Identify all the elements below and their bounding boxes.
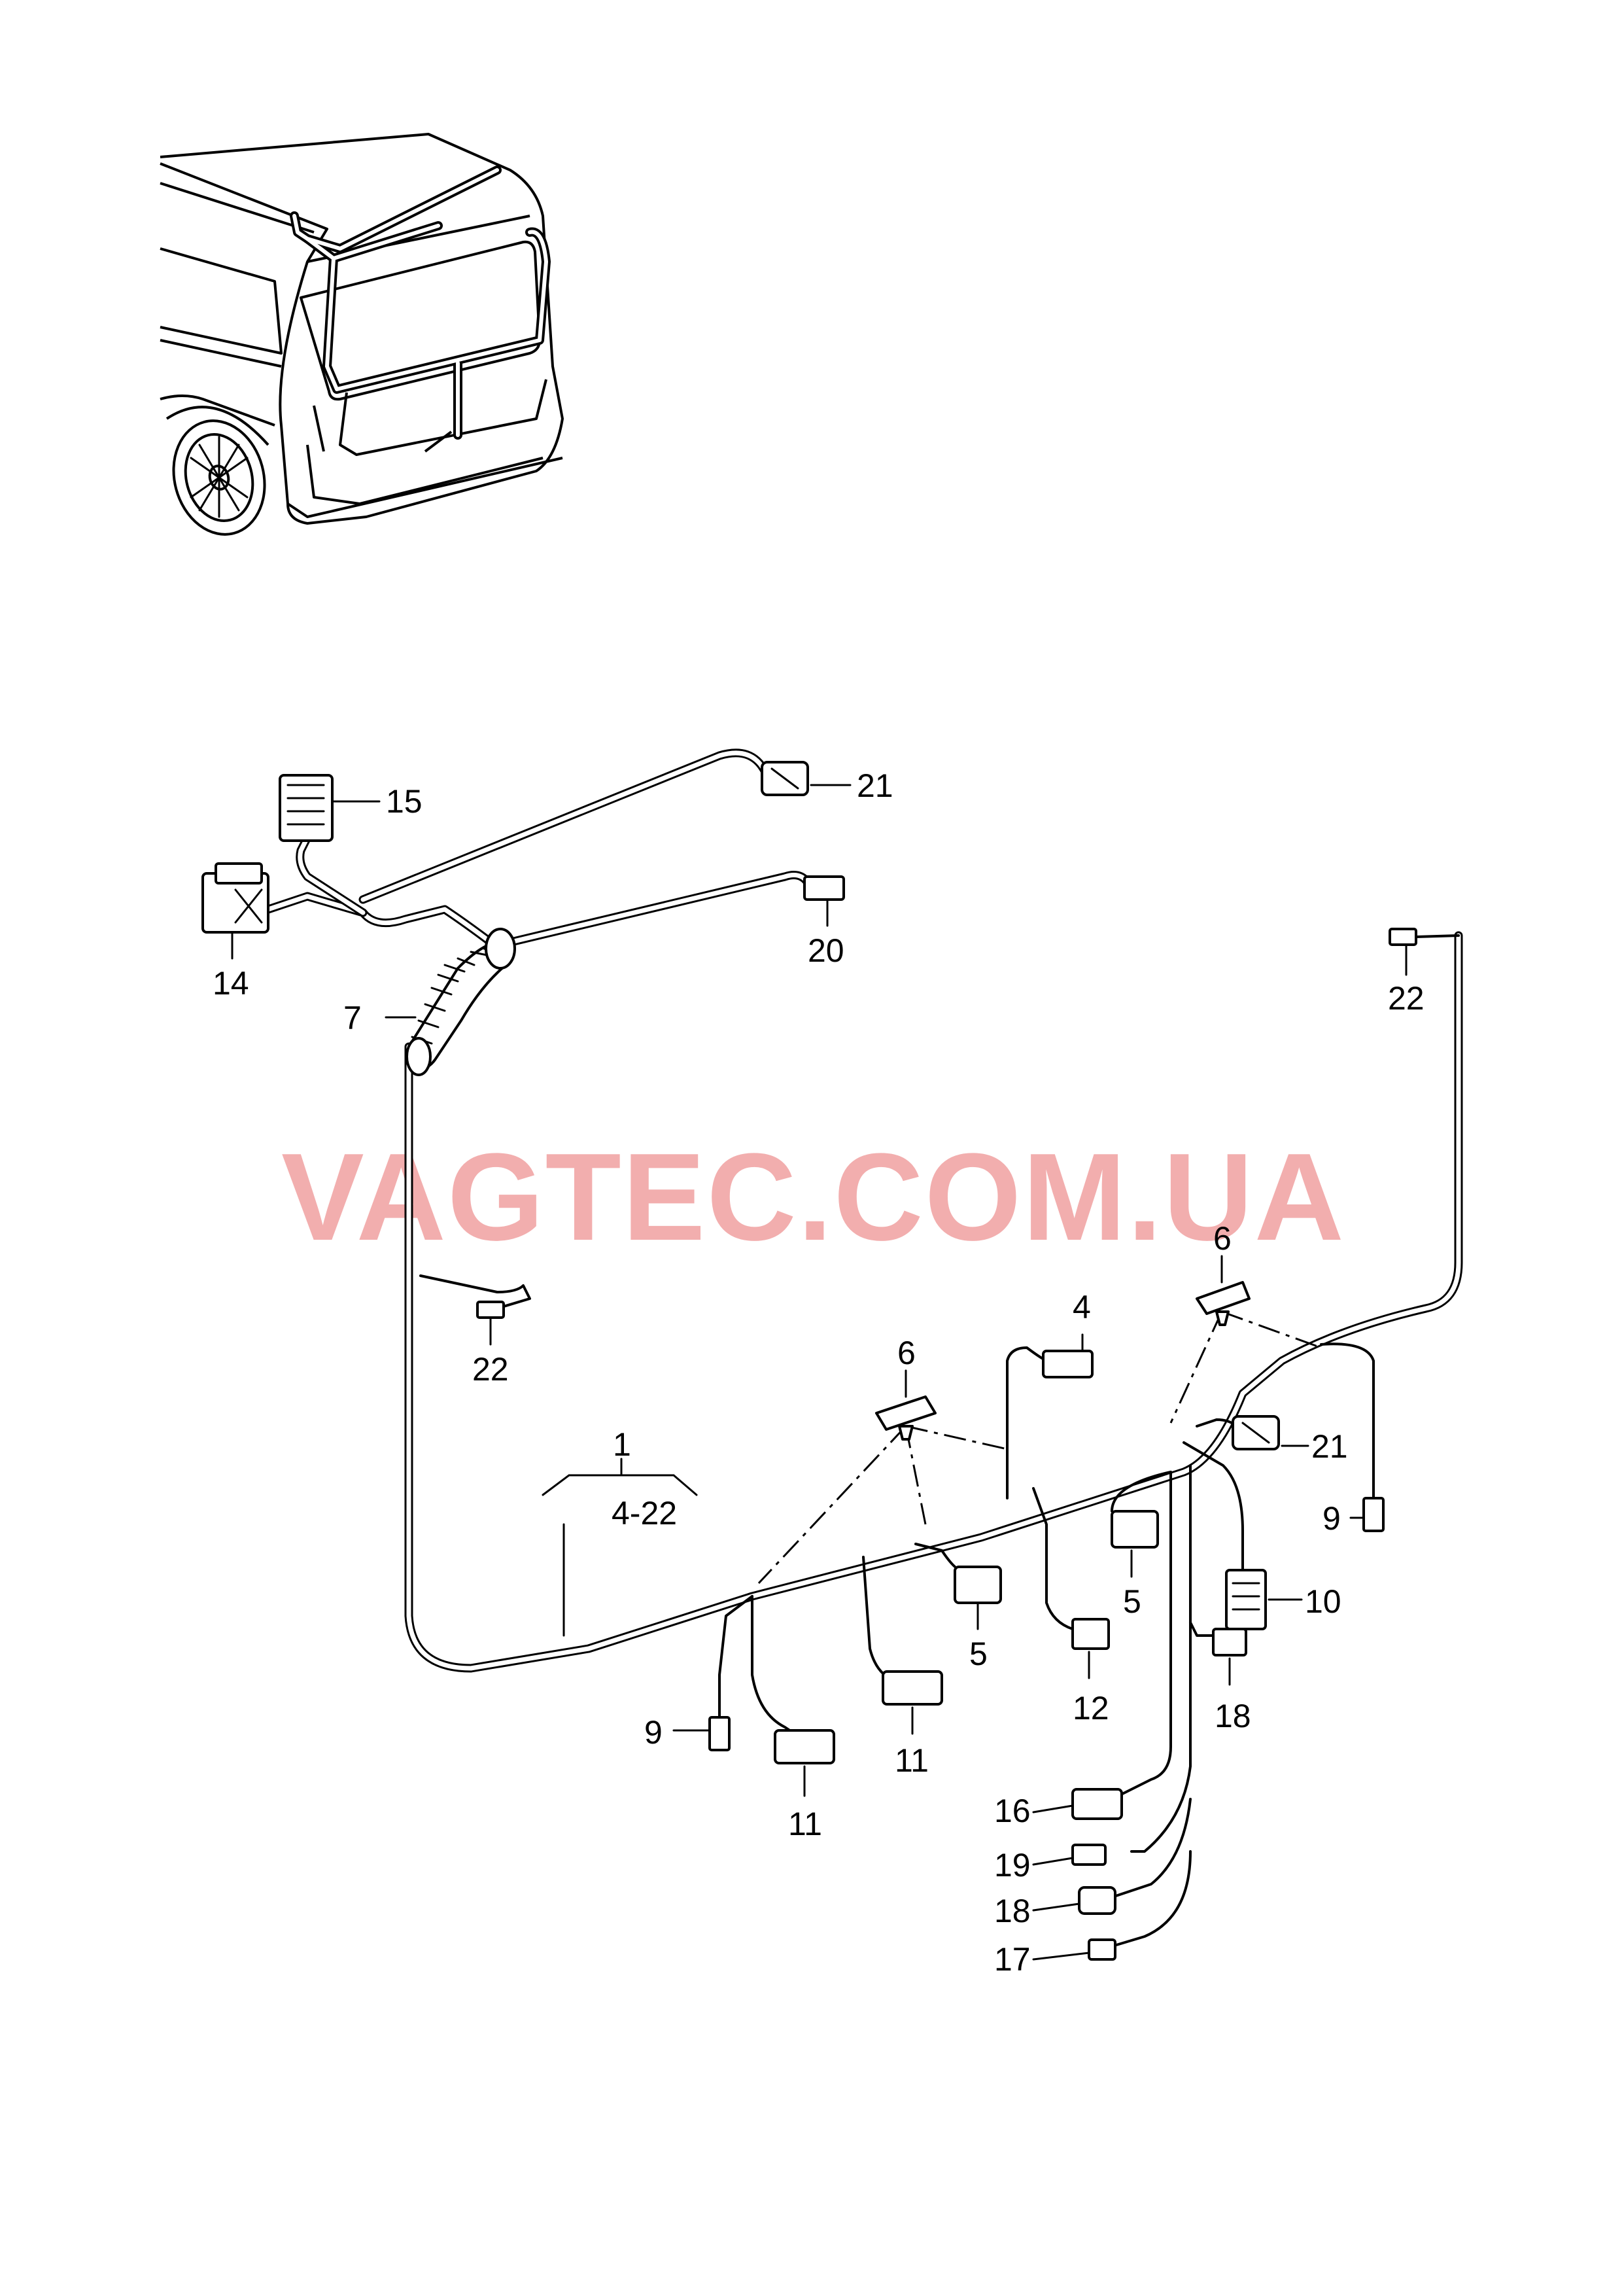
label-16: 16 — [994, 1793, 1031, 1829]
label-21-right: 21 — [1311, 1428, 1348, 1465]
connector-9-right — [1362, 1497, 1385, 1532]
connector-21-top — [761, 761, 809, 796]
connector-20 — [803, 875, 845, 901]
connector-17 — [1088, 1938, 1116, 1961]
label-1-range: 4-22 — [612, 1495, 677, 1532]
connector-14 — [201, 862, 269, 934]
connector-15 — [279, 774, 334, 842]
connector-5-mid — [954, 1566, 1002, 1604]
watermark-text: VAGTEC.COM.UA — [281, 1128, 1345, 1267]
label-6-left: 6 — [897, 1335, 916, 1371]
label-4: 4 — [1073, 1289, 1091, 1325]
wiring-harness — [244, 748, 1463, 1948]
label-7: 7 — [343, 1000, 362, 1036]
label-14: 14 — [213, 965, 249, 1002]
connector-16 — [1071, 1788, 1123, 1820]
clip-6-left — [875, 1395, 937, 1441]
connector-11-mid — [882, 1670, 943, 1706]
label-11-left: 11 — [788, 1806, 822, 1842]
label-18-right: 18 — [1215, 1698, 1251, 1734]
label-9-right: 9 — [1322, 1500, 1341, 1537]
label-5-mid: 5 — [969, 1636, 988, 1672]
label-5-right: 5 — [1123, 1583, 1141, 1620]
label-17: 17 — [994, 1941, 1031, 1978]
connector-5-right — [1111, 1510, 1159, 1549]
connector-21-right — [1232, 1415, 1280, 1450]
connector-11-left — [774, 1729, 835, 1764]
connector-4 — [1042, 1350, 1094, 1378]
connector-18-bottom — [1078, 1886, 1116, 1915]
connector-19 — [1071, 1844, 1107, 1866]
label-20: 20 — [808, 932, 844, 969]
clip-6-right — [1196, 1281, 1251, 1326]
label-12: 12 — [1073, 1690, 1109, 1726]
part-labels: 15 14 7 21 20 22 22 6 4 6 1 4-22 21 9 10… — [213, 767, 1425, 1978]
label-22-left: 22 — [472, 1351, 509, 1388]
label-22-top: 22 — [1388, 980, 1425, 1017]
connector-22-top — [1389, 928, 1460, 946]
label-21-top: 21 — [857, 767, 893, 804]
connector-22-left — [476, 1301, 505, 1319]
label-6-right: 6 — [1213, 1220, 1232, 1257]
connector-18-right — [1212, 1628, 1247, 1656]
label-19: 19 — [994, 1847, 1031, 1883]
label-18-bottom: 18 — [994, 1893, 1031, 1929]
label-11-mid: 11 — [895, 1742, 929, 1779]
connector-9-left — [708, 1716, 731, 1751]
label-9-left: 9 — [644, 1714, 663, 1751]
connector-10 — [1225, 1569, 1267, 1630]
van-rear-illustration — [160, 133, 564, 536]
callout-leaders — [231, 784, 1408, 1961]
label-15: 15 — [386, 783, 423, 820]
connector-12 — [1071, 1618, 1110, 1650]
label-10: 10 — [1305, 1583, 1341, 1620]
label-1: 1 — [613, 1426, 631, 1463]
